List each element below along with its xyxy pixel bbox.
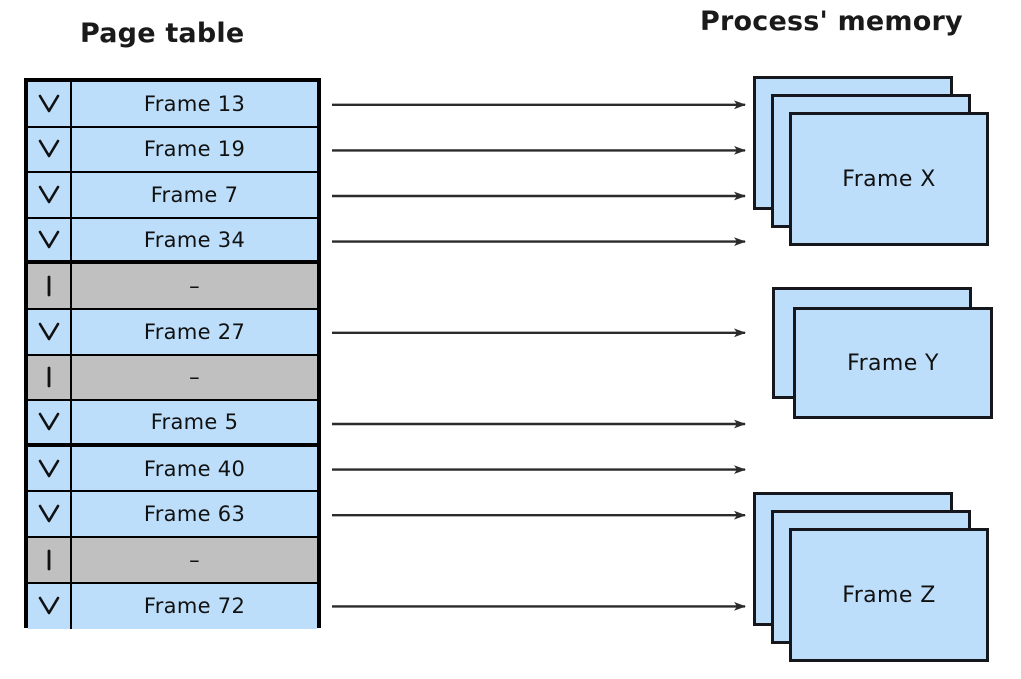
valid-check-icon [28, 492, 72, 536]
invalid-bar-icon [28, 264, 72, 308]
page-table-frame-value: – [72, 537, 317, 582]
memory-frame-card-front[interactable]: Frame X [789, 112, 989, 246]
page-table-frame-value: Frame 7 [72, 173, 317, 217]
page-table-row[interactable]: Frame 27 [28, 309, 317, 356]
memory-frame-label: Frame X [842, 166, 936, 192]
page-table-frame-value: Frame 19 [72, 127, 317, 172]
page-table-frame-value: Frame 72 [72, 583, 317, 630]
page-table-row[interactable]: Frame 63 [28, 492, 317, 538]
page-table-row[interactable]: – [28, 355, 317, 402]
memory-frame-card-front[interactable]: Frame Z [789, 528, 989, 662]
valid-check-icon [28, 583, 72, 630]
valid-check-icon [28, 173, 72, 217]
page-table-row[interactable]: – [28, 537, 317, 584]
page-table-frame-value: Frame 40 [72, 446, 317, 491]
valid-check-icon [28, 127, 72, 172]
page-table-row[interactable]: Frame 72 [28, 583, 317, 630]
page-table-row[interactable]: Frame 19 [28, 127, 317, 174]
page-table-title: Page table [80, 18, 245, 49]
page-table-row[interactable]: Frame 40 [28, 446, 317, 493]
memory-frame-label: Frame Z [842, 582, 936, 608]
page-table-row[interactable]: Frame 13 [28, 82, 317, 128]
page-table-frame-value: – [72, 264, 317, 308]
page-table-frame-value: Frame 34 [72, 218, 317, 261]
valid-check-icon [28, 446, 72, 491]
page-table-frame-value: Frame 13 [72, 82, 317, 126]
invalid-bar-icon [28, 355, 72, 400]
page-table-row[interactable]: – [28, 264, 317, 310]
page-table-row[interactable]: Frame 7 [28, 173, 317, 219]
page-table-frame-value: – [72, 355, 317, 400]
page-table-frame-value: Frame 5 [72, 401, 317, 443]
page-table-row[interactable]: Frame 5 [28, 401, 317, 447]
memory-frame-label: Frame Y [847, 350, 939, 376]
page-table-frame-value: Frame 27 [72, 309, 317, 354]
valid-check-icon [28, 82, 72, 126]
invalid-bar-icon [28, 537, 72, 582]
process-memory-title: Process' memory [700, 6, 963, 37]
page-table-frame-value: Frame 63 [72, 492, 317, 536]
valid-check-icon [28, 401, 72, 443]
memory-frame-card-front[interactable]: Frame Y [793, 307, 993, 419]
page-table-row[interactable]: Frame 34 [28, 218, 317, 265]
valid-check-icon [28, 218, 72, 261]
valid-check-icon [28, 309, 72, 354]
